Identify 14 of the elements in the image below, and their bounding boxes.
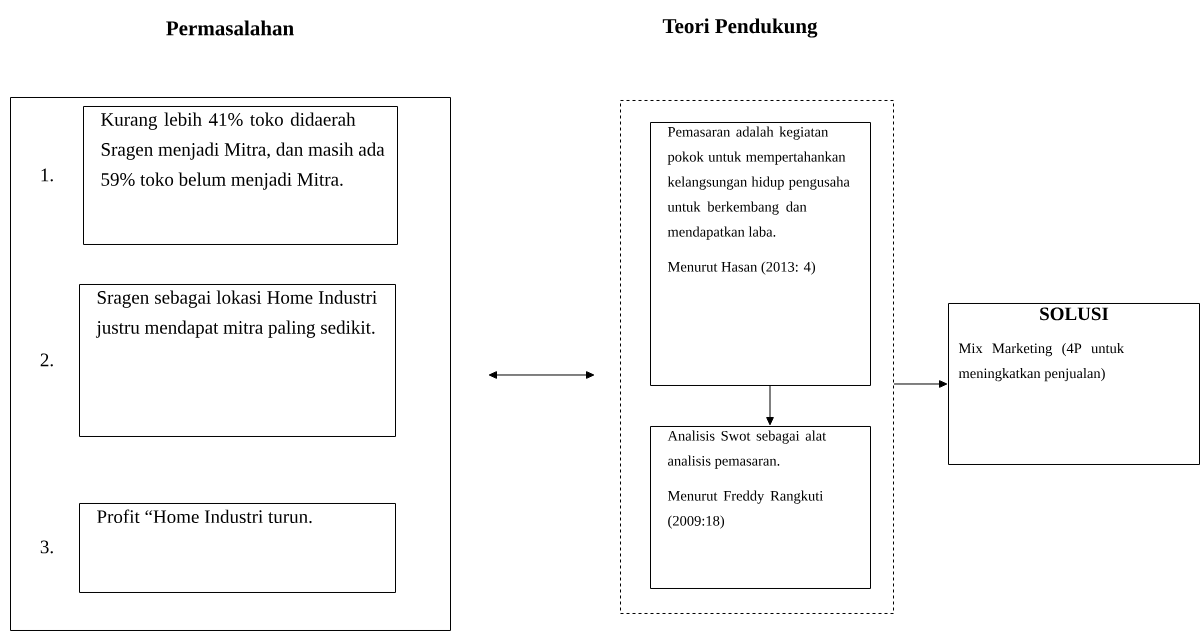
arrow — [893, 380, 948, 388]
item-number: 3. — [40, 540, 53, 554]
item-number: 1. — [41, 168, 53, 182]
arrow — [488, 371, 595, 379]
heading: Teori Pendukung — [662, 18, 818, 38]
text-box: Kurang lebih 41% toko didaerah Sragen menjadi Mitra, dan masih ada 59% toko belum menjadi Mitra. — [83, 106, 398, 245]
text-box: Profit “Home Industri turun. — [79, 503, 396, 593]
heading: Permasalahan — [166, 20, 294, 36]
text-box: Analisis Swot sebagai alat analisis pemasaran. Menurut Freddy Rangkuti (2009:18) — [650, 426, 871, 589]
item-number: 2. — [40, 353, 53, 367]
text-box: Pemasaran adalah kegiatan pokok untuk mempertahankan kelangsungan hidup pengusaha untuk berkembang dan mendapatkan laba. Menurut Hasan (2013: 4) — [650, 122, 871, 386]
solution-box: SOLUSI Mix Marketing (4P untuk meningkatkan penjualan) — [948, 303, 1200, 465]
text-box: Sragen sebagai lokasi Home Industri justru mendapat mitra paling sedikit. — [79, 284, 396, 437]
arrow — [766, 385, 774, 426]
